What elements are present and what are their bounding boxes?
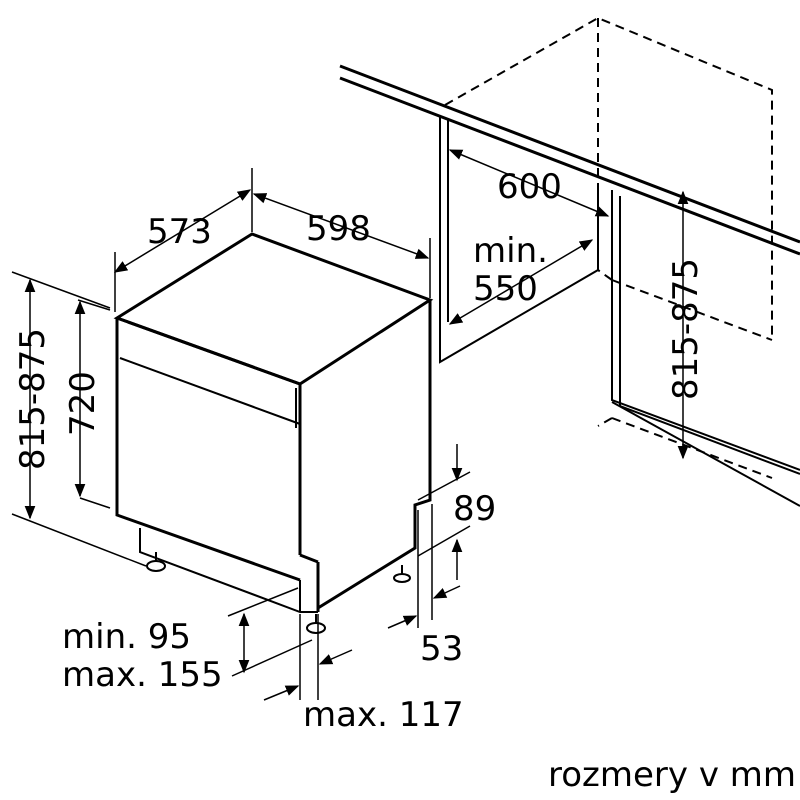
label-width: 598: [306, 209, 371, 249]
countertop: [339, 64, 800, 256]
dim-plinth-offset: 53: [387, 504, 463, 669]
dim-body-height: 720: [63, 299, 111, 509]
dim-feet-height: min. 95 max. 155: [62, 587, 313, 695]
units-note: rozmery v mm: [548, 755, 796, 795]
dim-depth: 573: [113, 168, 253, 312]
label-body-height: 720: [63, 371, 103, 436]
label-feet-max: max. 155: [62, 655, 223, 695]
dim-min-depth: min. 550: [448, 231, 594, 325]
label-min-depth-1: min.: [473, 231, 548, 271]
label-niche-height: 815-875: [666, 258, 706, 400]
label-niche-width: 600: [497, 167, 562, 207]
dim-niche-height: 815-875: [666, 190, 706, 460]
label-plinth-offset: 53: [420, 629, 463, 669]
label-min-depth-2: 550: [473, 269, 538, 309]
dishwasher-body: [113, 232, 434, 613]
right-cabinet-panel: [611, 190, 800, 507]
label-feet-min: min. 95: [62, 617, 191, 657]
dim-plinth-height: 89: [417, 444, 496, 580]
dim-plinth-max: max. 117: [263, 614, 464, 735]
adjustable-feet: [146, 552, 411, 634]
label-depth: 573: [147, 212, 212, 252]
dim-total-height: 815-875: [11, 271, 147, 567]
dim-width: 598: [252, 193, 431, 298]
label-plinth-height: 89: [453, 489, 496, 529]
label-total-height: 815-875: [13, 328, 53, 470]
label-plinth-max: max. 117: [303, 695, 464, 735]
dim-niche-width: 600: [448, 149, 610, 217]
